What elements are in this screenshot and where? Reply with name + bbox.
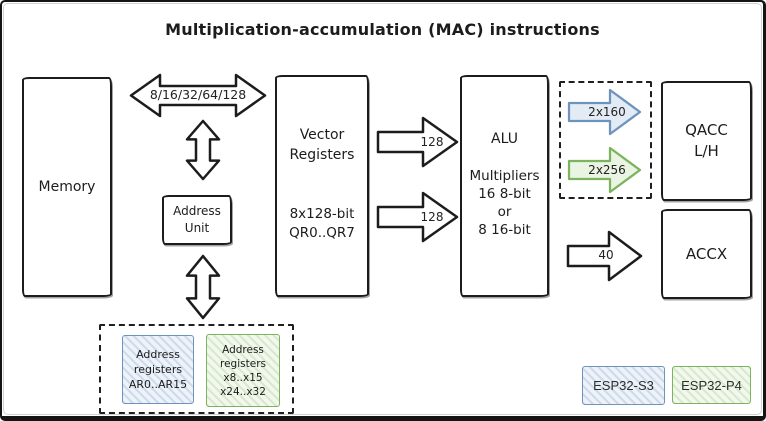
legend-esp32-p4-label: ESP32-P4 <box>681 377 742 393</box>
alu-detail-line3: or <box>497 204 512 220</box>
vr-alu-arrow-top-label: 128 <box>420 135 444 149</box>
alu-accx-arrow-label: 40 <box>598 248 614 262</box>
memory-bus-arrow <box>129 73 267 118</box>
vector-registers-name-line2: Registers <box>289 147 355 163</box>
address-registers-group <box>99 324 294 414</box>
accx-label: ACCX <box>685 244 728 263</box>
alu-block: ALU Multipliers 16 8-bit or 8 16-bit <box>460 75 549 297</box>
alu-name: ALU <box>491 131 518 147</box>
memory-bus-width-label: 8/16/32/64/128 <box>149 87 247 102</box>
vector-registers-detail: 8x128-bit QR0..QR7 <box>277 205 367 243</box>
bus-addressunit-arrow-shape <box>185 119 221 181</box>
alu-detail: Multipliers 16 8-bit or 8 16-bit <box>462 167 547 239</box>
alu-detail-line1: Multipliers <box>469 168 540 184</box>
addressunit-registers-arrow-shape <box>185 254 221 320</box>
vector-registers-name-line1: Vector <box>299 127 345 143</box>
diagram-title: Multiplication-accumulation (MAC) instru… <box>165 20 600 39</box>
accx-block: ACCX <box>661 209 752 299</box>
alu-detail-line2: 16 8-bit <box>478 186 531 202</box>
address-registers-s3-line2: registers <box>133 363 183 376</box>
address-unit-label-line2: Unit <box>184 221 210 235</box>
alu-qacc-p4-arrow-shape <box>567 146 642 194</box>
vr-alu-arrow-top <box>376 116 459 168</box>
legend-esp32-s3: ESP32-S3 <box>582 366 665 405</box>
alu-qacc-s3-arrow-shape <box>567 88 642 136</box>
address-registers-p4-block: Address registers x8..x15 x24..x32 <box>206 334 280 407</box>
address-unit-block: Address Unit <box>162 195 232 245</box>
alu-accx-arrow-shape <box>566 230 643 282</box>
legend-esp32-s3-label: ESP32-S3 <box>593 378 654 393</box>
address-unit-label-line1: Address <box>173 204 221 218</box>
address-registers-p4-line4: x24..x32 <box>220 385 266 398</box>
memory-block: Memory <box>22 77 112 297</box>
vector-registers-name: Vector Registers <box>277 125 367 165</box>
legend-esp32-p4: ESP32-P4 <box>672 366 751 404</box>
alu-qacc-p4-arrow <box>567 146 642 194</box>
vector-registers-detail-line1: 8x128-bit <box>289 206 355 222</box>
qacc-label-line1: QACC <box>685 121 728 139</box>
alu-qacc-s3-arrow-label: 2x160 <box>588 105 626 119</box>
vector-registers-detail-line2: QR0..QR7 <box>289 225 355 241</box>
alu-qacc-arrows-group <box>559 81 652 199</box>
memory-label: Memory <box>38 179 96 195</box>
addressunit-registers-arrow <box>185 254 221 320</box>
address-registers-s3-block: Address registers AR0..AR15 <box>122 335 194 404</box>
address-registers-p4-line1: Address <box>222 343 264 356</box>
vr-alu-arrow-bottom-shape <box>376 191 459 243</box>
address-registers-p4-line3: x8..x15 <box>223 371 263 384</box>
alu-detail-line4: 8 16-bit <box>478 222 531 238</box>
address-registers-p4-line2: registers <box>220 357 266 370</box>
bus-addressunit-arrow <box>185 119 221 181</box>
address-registers-s3-line1: Address <box>136 348 180 361</box>
alu-qacc-p4-arrow-label: 2x256 <box>588 163 626 177</box>
alu-accx-arrow <box>566 230 643 282</box>
address-registers-s3-line3: AR0..AR15 <box>128 378 188 391</box>
vr-alu-arrow-bottom <box>376 191 459 243</box>
vr-alu-arrow-bottom-label: 128 <box>420 210 444 224</box>
vr-alu-arrow-top-shape <box>376 116 459 168</box>
vector-registers-block: Vector Registers 8x128-bit QR0..QR7 <box>275 75 369 297</box>
qacc-block: QACC L/H <box>661 81 752 201</box>
qacc-label-line2: L/H <box>694 142 719 160</box>
alu-qacc-s3-arrow <box>567 88 642 136</box>
memory-bus-arrow-shape <box>129 73 267 118</box>
